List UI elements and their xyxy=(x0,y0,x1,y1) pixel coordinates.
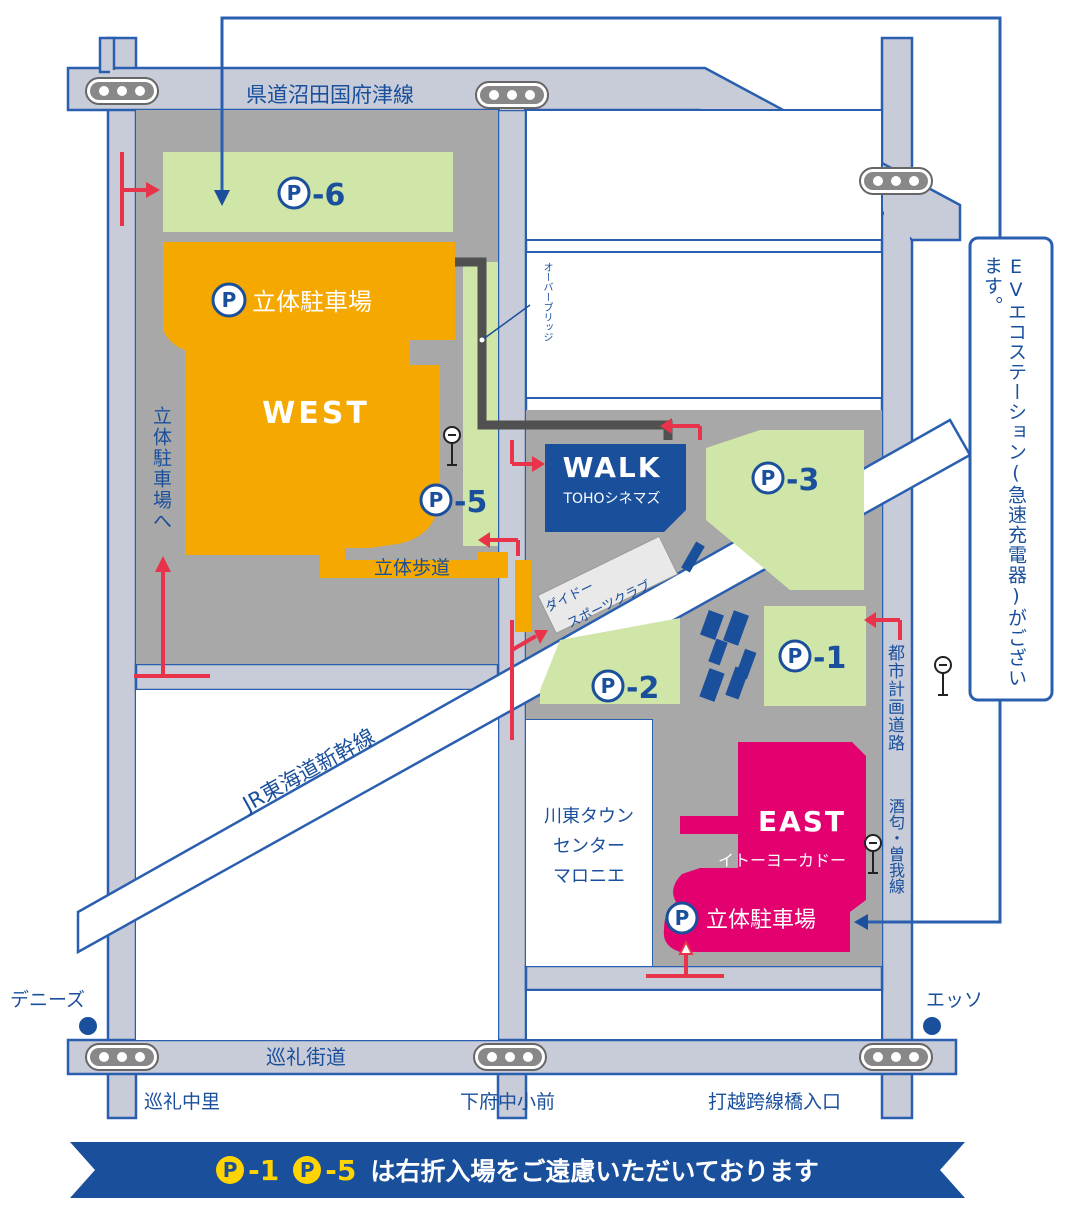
p1-symbol: P xyxy=(788,644,803,668)
west-parking-label: 立体駐車場 xyxy=(252,288,372,316)
walk-sub: TOHOシネマズ xyxy=(562,491,660,507)
banner-p1: -1 xyxy=(248,1153,280,1187)
banner-p1-icon: P xyxy=(216,1156,245,1184)
traffic-lights xyxy=(85,77,933,1071)
parking-p3 xyxy=(706,430,864,590)
south-road-label: 巡礼街道 xyxy=(266,1045,346,1069)
east-building xyxy=(663,742,866,952)
p3-label: -3 xyxy=(786,463,819,498)
landmark-esso: エッソ xyxy=(926,989,983,1011)
banner-text: は右折入場をご遠慮いただいております xyxy=(370,1157,819,1186)
east-name: EAST xyxy=(758,805,846,838)
esso-dot xyxy=(923,1017,941,1035)
north-road-label: 県道沼田国府津線 xyxy=(246,83,414,107)
parking-p-icons xyxy=(211,176,812,935)
intersection-shimofu: 下府中小前 xyxy=(460,1091,555,1113)
parking-p2 xyxy=(540,618,680,704)
ev-station-text: EVエコステーション(急速充電器)がございます。 xyxy=(981,256,1027,688)
kawahigashi-line1: 川東タウン xyxy=(544,806,634,827)
west-parking-arrow-label: 立体駐車場へ xyxy=(150,406,172,532)
banner-p5-icon: P xyxy=(293,1156,322,1184)
ev-station-box xyxy=(968,236,1054,702)
p6-symbol: P xyxy=(287,181,302,205)
walkway xyxy=(345,552,531,632)
kawahigashi-line2: センター xyxy=(553,836,625,857)
bus-stop-icons xyxy=(443,426,952,874)
p3-symbol: P xyxy=(761,466,776,490)
banner-shape xyxy=(70,1142,965,1198)
dennys-dot xyxy=(79,1017,97,1035)
p5-label: -5 xyxy=(454,485,487,520)
overbridge-label: オーバーブリッジ xyxy=(541,262,552,342)
east-parking-label: 立体駐車場 xyxy=(706,908,816,933)
intersection-uchikoshi: 打越跨線橋入口 xyxy=(708,1091,841,1113)
west-building xyxy=(163,242,455,578)
east-city-road-label: 都市計画道路 xyxy=(884,644,904,752)
walkway-label: 立体歩道 xyxy=(374,557,450,579)
daido-sports-club xyxy=(537,535,679,634)
walk-name: WALK xyxy=(563,451,662,484)
east-sub: イトーヨーカドー xyxy=(718,851,846,870)
p6-label: -6 xyxy=(312,178,345,213)
p5-symbol: P xyxy=(429,488,444,512)
p1-label: -1 xyxy=(813,641,846,676)
p2-symbol: P xyxy=(601,674,616,698)
kawahigashi-line3: マロニエ xyxy=(553,866,625,887)
intersection-junrei-nakazato: 巡礼中里 xyxy=(144,1091,220,1113)
west-name: WEST xyxy=(262,396,370,431)
p2-label: -2 xyxy=(626,671,659,706)
walk-building xyxy=(545,444,686,532)
landmark-dennys: デニーズ xyxy=(10,989,85,1011)
west-p-symbol: P xyxy=(222,288,237,312)
banner-p5: -5 xyxy=(325,1153,357,1187)
east-line-label: 酒匂・曽我線 xyxy=(886,798,905,894)
banner: P -1 P -5 は右折入場をご遠慮いただいております xyxy=(70,1142,965,1198)
east-p-symbol: P xyxy=(675,906,690,930)
